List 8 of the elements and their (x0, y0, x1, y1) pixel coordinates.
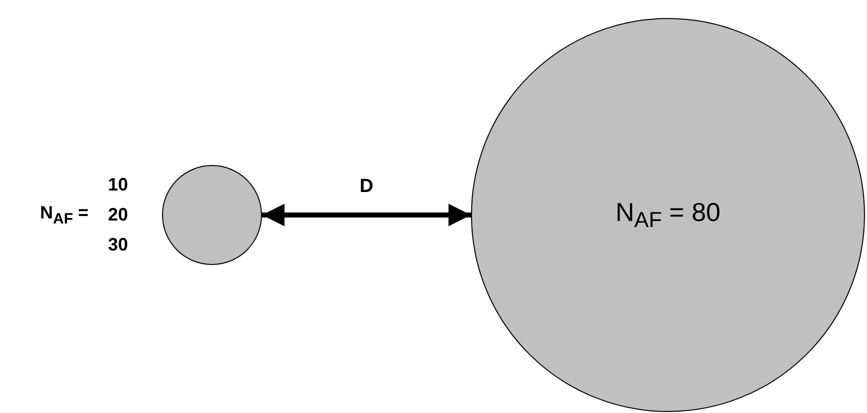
circle-node (162, 165, 262, 265)
annotation-text: 10 (108, 174, 128, 196)
double-arrow (262, 204, 471, 226)
node-label: N$_{AF}$ = 80 (615, 196, 721, 234)
annotation-text: 20 (108, 204, 128, 226)
circle-node (471, 18, 865, 412)
annotation-text: 30 (108, 234, 128, 256)
annotation-text: N$_{AF}$ = (40, 202, 89, 228)
